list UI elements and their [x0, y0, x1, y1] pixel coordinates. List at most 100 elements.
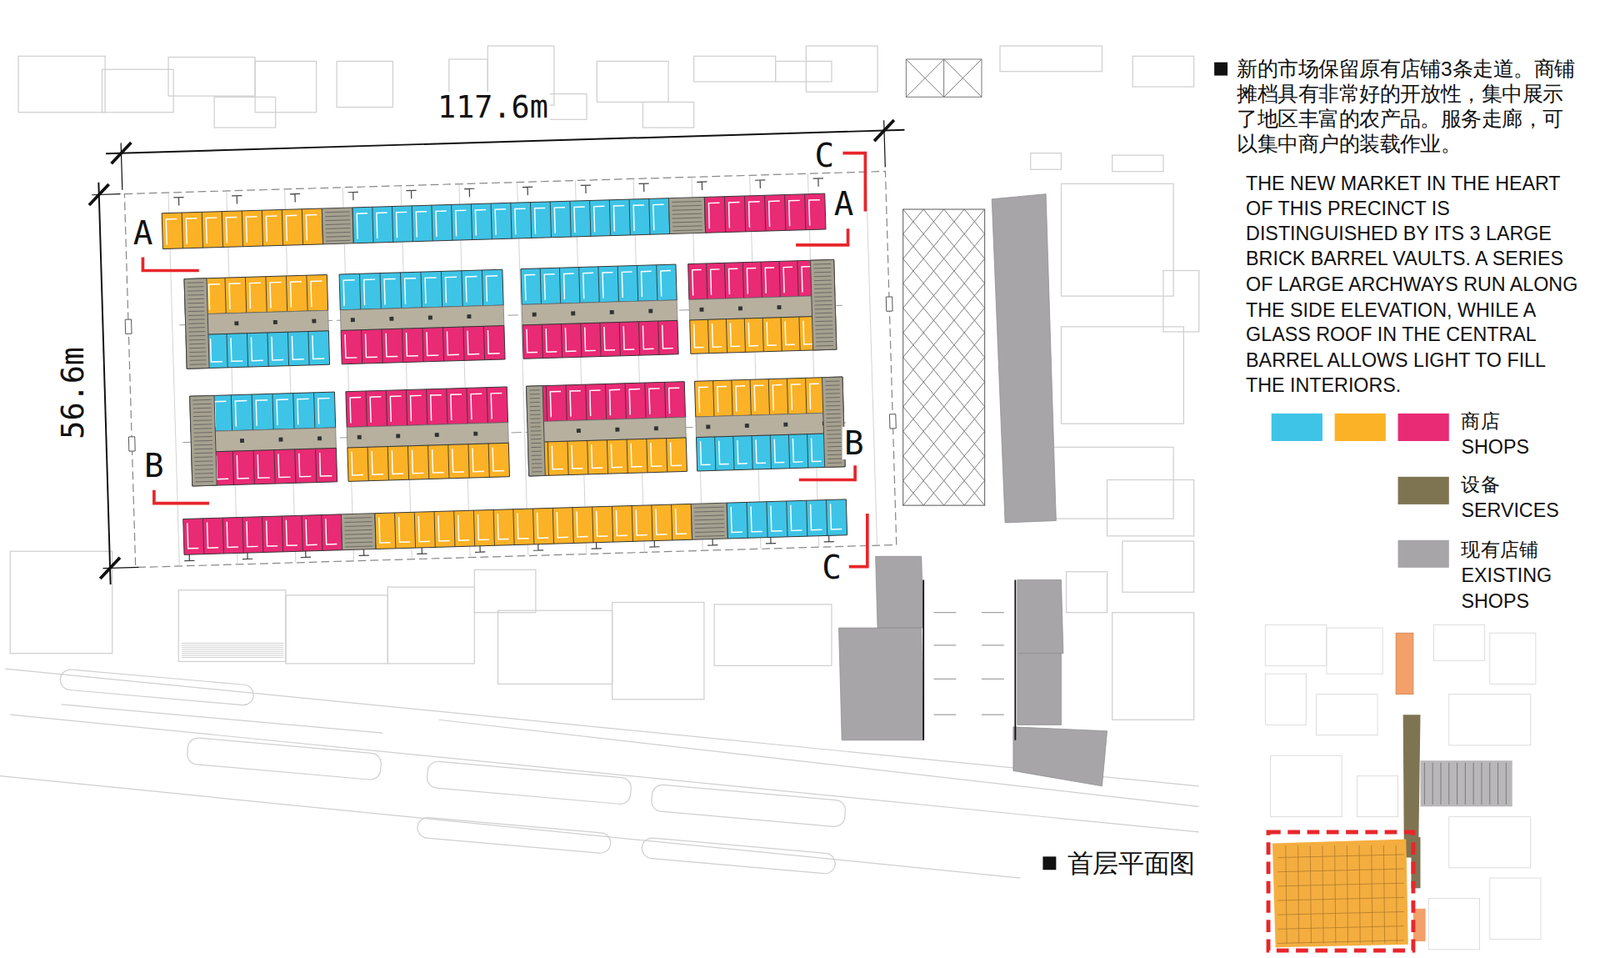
stall-divider [407, 445, 409, 480]
stall-counter [830, 503, 843, 530]
stall-counter [216, 455, 230, 480]
stair-tread [189, 335, 206, 337]
stall-counter [755, 439, 766, 463]
stair-tread [345, 525, 373, 527]
stall-divider [451, 204, 453, 240]
hatch-line [181, 648, 284, 650]
stall-counter [591, 444, 604, 469]
stall-divider [380, 273, 381, 310]
stair-tread [826, 429, 841, 431]
key-map-market [1272, 839, 1409, 948]
stair-tread [187, 294, 205, 296]
stall-divider [540, 268, 541, 305]
stall-divider [387, 446, 389, 480]
context-building [1112, 612, 1195, 720]
stall-counter [385, 332, 398, 357]
stall-counter [810, 383, 820, 410]
stair-tread [827, 461, 842, 464]
stall-divider [401, 328, 403, 362]
stair-tread [814, 291, 832, 294]
stall-divider [226, 333, 228, 367]
key-map-ground [1262, 617, 1546, 958]
key-map-building [1357, 775, 1399, 817]
column [389, 316, 394, 321]
stall-divider [646, 438, 648, 472]
stall-counter [570, 390, 582, 417]
stall-divider [713, 380, 715, 417]
column [705, 424, 710, 429]
stall-counter [717, 385, 728, 412]
stair-tread [530, 414, 540, 415]
key-map-hatch [1440, 762, 1441, 805]
key-map-hatch [1505, 762, 1507, 805]
section-marker [795, 228, 848, 245]
stair-tread [825, 388, 840, 390]
shop-strip [347, 442, 510, 481]
stall-counter [550, 390, 562, 417]
stair-tread [193, 423, 212, 425]
stair-tread [345, 541, 373, 544]
stair-tread [672, 225, 702, 227]
stall-counter [209, 284, 221, 310]
stair-tread [814, 280, 832, 282]
stall-divider [262, 516, 264, 553]
stall-counter [774, 438, 785, 462]
column-mark [813, 178, 825, 187]
context-map [0, 45, 1200, 878]
stair-tread [531, 450, 542, 452]
stall-divider [708, 319, 710, 353]
stall-divider [411, 205, 413, 242]
stall-counter [255, 400, 269, 426]
stair-tread [194, 431, 213, 434]
stall-counter [250, 336, 263, 361]
stall-counter [187, 522, 200, 549]
stair-tread [531, 458, 542, 460]
hatch-line [181, 655, 284, 656]
stall-counter [801, 266, 812, 293]
stall-counter [405, 278, 417, 305]
stall-counter [590, 390, 602, 416]
stall-divider [267, 332, 269, 366]
stair-tread [188, 326, 205, 329]
stair-tread [695, 531, 725, 533]
stall-counter [602, 272, 614, 299]
truss-outline [903, 209, 985, 505]
stall-counter [649, 388, 661, 415]
shop-strip [704, 193, 826, 233]
stall-divider [567, 440, 569, 475]
shop-strip [726, 499, 847, 539]
stair-tread [695, 535, 725, 536]
stall-counter [384, 278, 396, 305]
stair-tread [325, 210, 350, 213]
key-map-grid [1277, 896, 1405, 900]
stair-tread [345, 537, 373, 540]
stall-counter [265, 215, 278, 242]
stair-tread [815, 324, 834, 326]
stall-counter [486, 275, 499, 302]
key-map-hatch [1465, 762, 1466, 805]
stall-divider [463, 326, 465, 360]
stall-counter [729, 202, 741, 229]
stall-divider [592, 506, 594, 543]
stair-tread [814, 271, 832, 274]
stall-counter [235, 400, 248, 427]
stall-counter [305, 215, 318, 241]
stall-divider [786, 500, 788, 537]
key-map-building [1316, 694, 1378, 735]
stair-tread [672, 213, 702, 215]
stall-divider [440, 270, 442, 307]
stair-tread [195, 480, 214, 483]
stall-counter [783, 266, 794, 293]
column [776, 305, 781, 310]
stair-tread [530, 421, 541, 423]
column-mark [638, 183, 650, 192]
key-map-hatch [1489, 762, 1490, 805]
stall-counter [653, 204, 665, 230]
stair-tread [815, 320, 833, 322]
shop-strip [528, 437, 688, 476]
stall-counter [356, 213, 369, 240]
stair-tread [188, 302, 205, 305]
stair-core [190, 395, 218, 486]
stair-tread [325, 219, 350, 221]
stall-counter [285, 215, 298, 241]
